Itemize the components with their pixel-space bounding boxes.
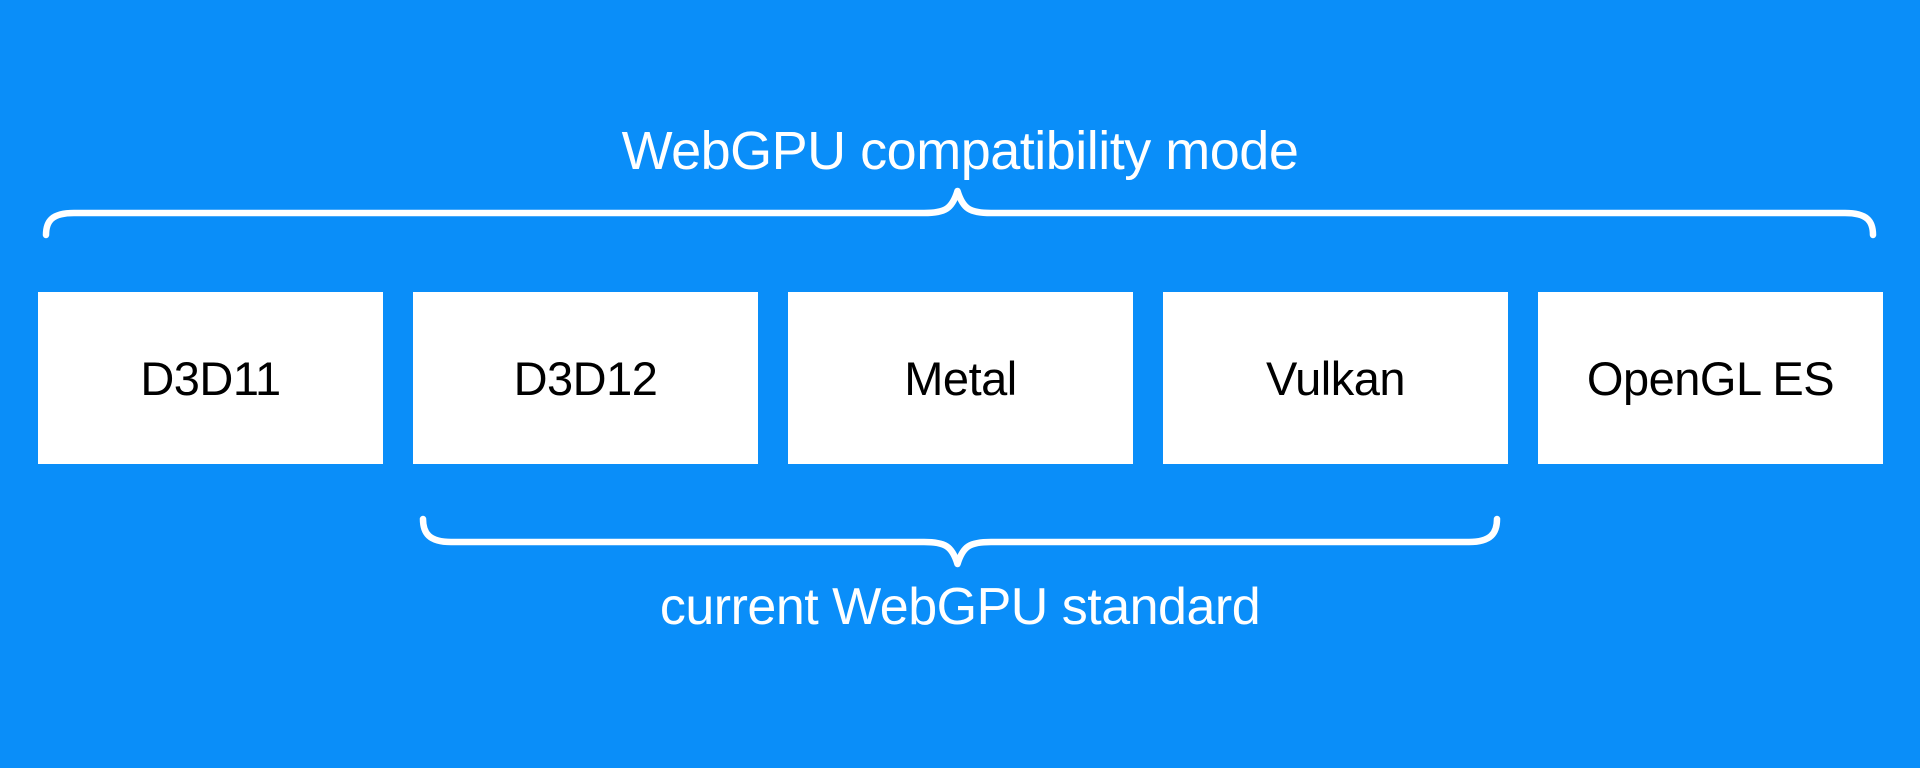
bottom-brace-label: current WebGPU standard xyxy=(659,578,1261,636)
api-box-vulkan: Vulkan xyxy=(1163,292,1508,464)
api-box-d3d12: D3D12 xyxy=(413,292,758,464)
top-brace-icon xyxy=(42,187,1877,239)
api-box-d3d11: D3D11 xyxy=(38,292,383,464)
api-box-label: Metal xyxy=(904,351,1017,405)
api-box-metal: Metal xyxy=(788,292,1133,464)
api-box-opengl-es: OpenGL ES xyxy=(1538,292,1883,464)
top-brace-label: WebGPU compatibility mode xyxy=(621,121,1299,181)
api-box-label: D3D11 xyxy=(140,351,281,405)
bottom-brace-icon xyxy=(419,515,1501,568)
api-box-label: Vulkan xyxy=(1266,351,1405,405)
api-box-label: OpenGL ES xyxy=(1586,351,1835,405)
api-boxes-row: D3D11 D3D12 Metal Vulkan OpenGL ES xyxy=(38,292,1883,464)
api-box-label: D3D12 xyxy=(513,351,658,405)
